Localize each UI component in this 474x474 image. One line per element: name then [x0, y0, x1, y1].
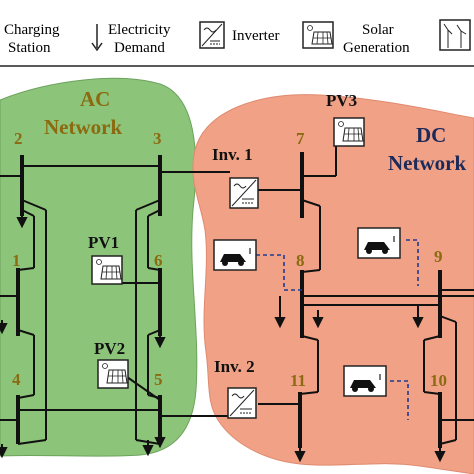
- demand-arrow-icon: [412, 305, 424, 329]
- ev-charger-icon-8: [213, 239, 257, 271]
- dc-title-line2: Network: [388, 151, 466, 175]
- bus-label-10: 10: [430, 371, 447, 390]
- bus-label-4: 4: [12, 370, 21, 389]
- bus-label-3: 3: [153, 129, 162, 148]
- demand-arrow-icon: [312, 310, 324, 329]
- legend-electricity-demand-line2: Demand: [114, 40, 165, 56]
- ev-charger-icon-9: [357, 227, 401, 259]
- bus-label-6: 6: [154, 251, 163, 270]
- inv1-label: Inv. 1: [212, 145, 253, 164]
- inverter-2-icon: [227, 387, 257, 419]
- demand-arrow-icon: [0, 444, 8, 459]
- legend-inverter: Inverter: [232, 28, 279, 44]
- demand-arrow-icon: [434, 448, 446, 463]
- legend: Charging Station Electricity Demand Inve…: [0, 19, 474, 67]
- inv2-label: Inv. 2: [214, 357, 255, 376]
- demand-arrow-icon: [274, 310, 286, 329]
- demand-arrow-icon: [154, 437, 166, 449]
- legend-electricity-demand-line1: Electricity: [108, 22, 171, 38]
- ac-network-lines: [0, 155, 230, 445]
- electricity-demand-icon: [91, 24, 103, 52]
- legend-charging-station-line2: Station: [8, 40, 51, 56]
- legend-charging-station-line1: Charging: [4, 22, 60, 38]
- bus-label-1: 1: [12, 251, 21, 270]
- ac-title-line1: AC: [80, 87, 110, 111]
- pv2-label: PV2: [94, 339, 125, 358]
- ev-links: [256, 239, 419, 420]
- demand-arrow-icon: [154, 336, 166, 349]
- bus-label-7: 7: [296, 129, 305, 148]
- dc-network-lines: [258, 146, 474, 448]
- bus-label-11: 11: [290, 371, 306, 390]
- solar-panel-icon: [302, 21, 334, 49]
- wind-turbine-icon: [439, 19, 471, 51]
- pv3-label: PV3: [326, 91, 357, 110]
- bus-label-5: 5: [154, 370, 163, 389]
- pv2-solar-panel-icon: [97, 359, 129, 389]
- demand-arrow-icon: [0, 320, 8, 335]
- inverter-icon: [199, 21, 225, 49]
- pv3-solar-panel-icon: [333, 117, 365, 147]
- bus-label-2: 2: [14, 129, 23, 148]
- dc-title-line1: DC: [416, 123, 446, 147]
- pv1-solar-panel-icon: [91, 255, 123, 285]
- legend-solar-generation-line2: Generation: [343, 40, 410, 56]
- bus-label-8: 8: [296, 251, 305, 270]
- demand-arrow-icon: [294, 448, 306, 463]
- pv1-label: PV1: [88, 233, 119, 252]
- legend-solar-generation-line1: Solar: [362, 22, 394, 38]
- bus-label-9: 9: [434, 247, 443, 266]
- demand-arrow-icon: [142, 440, 154, 457]
- ac-title-line2: Network: [44, 115, 122, 139]
- demand-arrow-icon: [16, 216, 28, 229]
- inverter-1-icon: [229, 177, 259, 209]
- demand-arrows: [0, 216, 446, 463]
- ev-charger-icon-10: [343, 365, 387, 397]
